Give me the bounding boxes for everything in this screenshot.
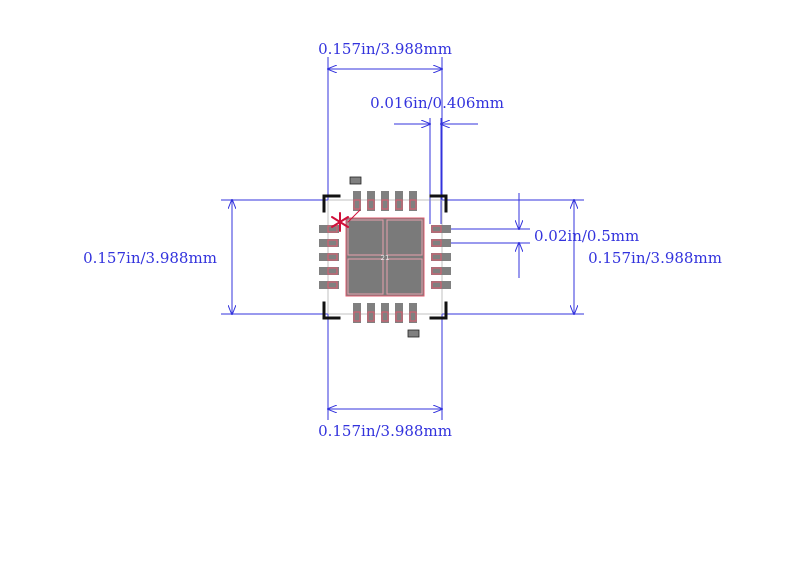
- bottom-pad: [353, 303, 361, 323]
- bottom-pad: [381, 303, 389, 323]
- right-pad-land: [431, 253, 442, 261]
- top-pad: [395, 191, 403, 211]
- left-pad: [319, 225, 339, 233]
- right-pad-land: [431, 225, 442, 233]
- left-pad: [319, 239, 339, 247]
- top-pad-land: [367, 199, 375, 210]
- top-pad: [381, 191, 389, 211]
- extension-lines: [221, 57, 584, 420]
- top-width-label: 0.157in/3.988mm: [318, 40, 452, 58]
- bottom-pad-land: [381, 311, 389, 322]
- bottom-pad: [409, 303, 417, 323]
- bottom-pad-land: [395, 311, 403, 322]
- top-pad: [367, 191, 375, 211]
- pin1-marker: [331, 209, 361, 232]
- right-pad-land: [431, 239, 442, 247]
- left-pad: [319, 267, 339, 275]
- right-pad-land: [431, 281, 442, 289]
- bottom-fiducial-mark: [407, 329, 420, 338]
- top-pad-land: [353, 199, 361, 210]
- left-pad-land: [327, 281, 338, 289]
- dimension-lines: [232, 69, 574, 409]
- courtyard-corners: [322, 194, 448, 320]
- left-pad: [319, 253, 339, 261]
- left-height-label: 0.157in/3.988mm: [83, 249, 217, 267]
- left-pad: [319, 281, 339, 289]
- top-pad: [353, 191, 361, 211]
- bottom-pad-land: [367, 311, 375, 322]
- center-pad: 21: [345, 217, 425, 297]
- right-pad-land: [431, 267, 442, 275]
- top-pad: [409, 191, 417, 211]
- left-pad-land: [327, 239, 338, 247]
- bottom-pad-land: [353, 311, 361, 322]
- bottom-width-label: 0.157in/3.988mm: [318, 422, 452, 440]
- top-pad-land: [395, 199, 403, 210]
- bottom-pad: [367, 303, 375, 323]
- top-pad-land: [381, 199, 389, 210]
- top-pad-land: [409, 199, 417, 210]
- top-fiducial-mark: [349, 176, 362, 185]
- center-pad-number: 21: [381, 254, 390, 262]
- pad-width-label: 0.016in/0.406mm: [370, 94, 504, 112]
- left-pad-land: [327, 267, 338, 275]
- bottom-pad: [395, 303, 403, 323]
- pitch-label: 0.02in/0.5mm: [534, 227, 639, 245]
- pad-group: [319, 191, 451, 323]
- right-height-label: 0.157in/3.988mm: [588, 249, 722, 267]
- left-pad-land: [327, 253, 338, 261]
- bottom-pad-land: [409, 311, 417, 322]
